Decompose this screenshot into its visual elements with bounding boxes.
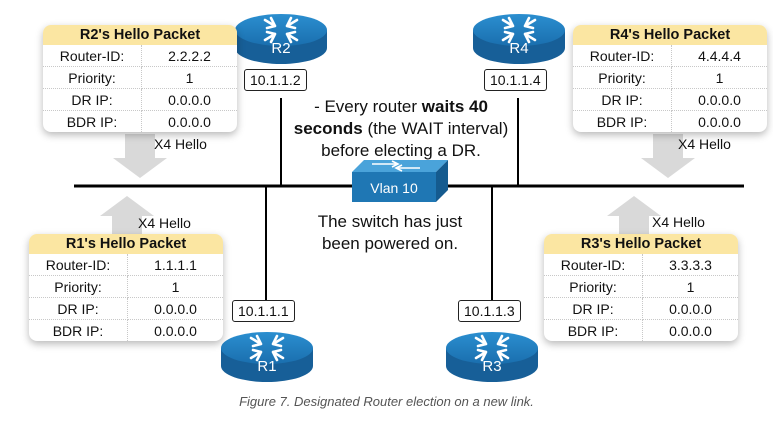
switch-icon <box>352 160 448 202</box>
wait-note-mid: (the WAIT interval) <box>362 119 509 138</box>
ip-label-r3: 10.1.1.3 <box>458 300 521 322</box>
field-value: 3.3.3.3 <box>642 254 738 276</box>
field-key: BDR IP: <box>43 110 142 132</box>
field-value: 0.0.0.0 <box>168 113 211 130</box>
ip-label-r4: 10.1.1.4 <box>484 69 547 91</box>
switch-note: The switch has just been powered on. <box>290 211 490 255</box>
hello-packet-title: R2's Hello Packet <box>43 25 237 45</box>
field-value: 4.4.4.4 <box>671 45 767 67</box>
field-key: Router-ID: <box>573 45 672 67</box>
field-value: 1 <box>127 275 223 298</box>
field-key: Router-ID: <box>29 254 128 276</box>
hello-packet-r4: R4's Hello Packet Router-ID:4.4.4.4 Prio… <box>573 25 767 132</box>
router-icon <box>446 332 538 382</box>
hello-label-r1: X4 Hello <box>138 215 191 231</box>
hello-packet-fields: Router-ID:2.2.2.2 Priority:1 DR IP:0.0.0… <box>43 45 237 132</box>
field-value: 0.0.0.0 <box>141 88 237 111</box>
wait-interval-note: - Every router waits 40 seconds (the WAI… <box>282 96 520 162</box>
hello-packet-r2: R2's Hello Packet Router-ID:2.2.2.2 Prio… <box>43 25 237 132</box>
field-value: 0.0.0.0 <box>127 297 223 320</box>
hello-packet-fields: Router-ID:1.1.1.1 Priority:1 DR IP:0.0.0… <box>29 254 223 341</box>
hello-packet-fields: Router-ID:4.4.4.4 Priority:1 DR IP:0.0.0… <box>573 45 767 132</box>
switch-label: Vlan 10 <box>370 180 418 196</box>
field-key: Priority: <box>43 66 142 89</box>
router-icon <box>235 14 327 64</box>
hello-packet-fields: Router-ID:3.3.3.3 Priority:1 DR IP:0.0.0… <box>544 254 738 341</box>
ip-label-r2: 10.1.1.2 <box>244 69 307 91</box>
wait-note-end: before electing a DR. <box>321 141 481 160</box>
hello-arrow-down-r4 <box>641 134 695 178</box>
field-value: 1 <box>671 66 767 89</box>
field-key: Priority: <box>544 275 643 298</box>
field-value: 0.0.0.0 <box>669 322 712 339</box>
field-value: 0.0.0.0 <box>154 322 197 339</box>
wait-note-prefix: - Every router <box>314 97 422 116</box>
wait-note-bold: waits 40 seconds <box>293 97 488 138</box>
field-value: 1.1.1.1 <box>127 254 223 276</box>
field-key: Router-ID: <box>544 254 643 276</box>
ip-label-r1: 10.1.1.1 <box>232 300 295 322</box>
router-icon <box>473 14 565 64</box>
field-value: 0.0.0.0 <box>698 113 741 130</box>
switch-note-line1: The switch has just <box>317 212 463 231</box>
hello-arrow-up-r3 <box>607 196 661 238</box>
hello-label-r4: X4 Hello <box>678 136 731 152</box>
field-key: DR IP: <box>573 88 672 111</box>
field-key: BDR IP: <box>29 319 128 341</box>
field-key: DR IP: <box>29 297 128 320</box>
field-key: BDR IP: <box>573 110 672 132</box>
field-key: Priority: <box>29 275 128 298</box>
hello-arrow-up-r1 <box>100 196 154 238</box>
hello-arrow-down-r2 <box>113 134 167 178</box>
hello-packet-title: R4's Hello Packet <box>573 25 767 45</box>
router-label-r2: R2 <box>271 40 290 57</box>
field-value: 0.0.0.0 <box>671 88 767 111</box>
hello-label-r3: X4 Hello <box>652 214 705 230</box>
field-key: DR IP: <box>544 297 643 320</box>
router-label-r4: R4 <box>509 40 528 57</box>
switch-note-line2: been powered on. <box>321 234 459 253</box>
field-key: Priority: <box>573 66 672 89</box>
hello-packet-r3: R3's Hello Packet Router-ID:3.3.3.3 Prio… <box>544 234 738 341</box>
router-label-r1: R1 <box>257 358 276 375</box>
field-value: 1 <box>642 275 738 298</box>
field-key: BDR IP: <box>544 319 643 341</box>
field-value: 2.2.2.2 <box>141 45 237 67</box>
field-value: 1 <box>141 66 237 89</box>
field-value: 0.0.0.0 <box>642 297 738 320</box>
router-icon <box>221 332 313 382</box>
hello-packet-title: R1's Hello Packet <box>29 234 223 254</box>
router-label-r3: R3 <box>482 358 501 375</box>
figure-caption: Figure 7. Designated Router election on … <box>239 394 534 409</box>
hello-label-r2: X4 Hello <box>154 136 207 152</box>
hello-packet-title: R3's Hello Packet <box>544 234 738 254</box>
field-key: Router-ID: <box>43 45 142 67</box>
hello-packet-r1: R1's Hello Packet Router-ID:1.1.1.1 Prio… <box>29 234 223 341</box>
field-key: DR IP: <box>43 88 142 111</box>
